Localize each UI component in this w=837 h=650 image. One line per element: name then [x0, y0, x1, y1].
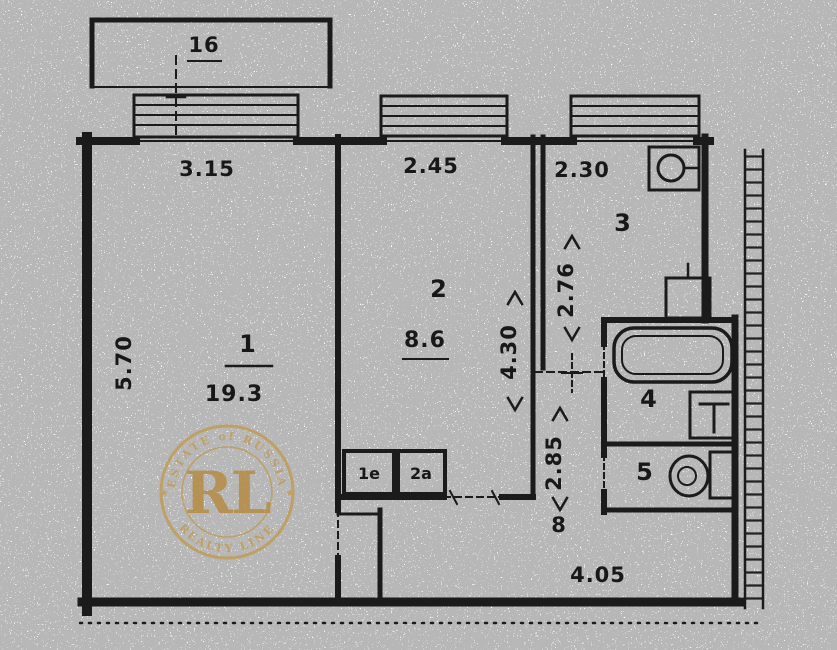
party-wall-hatch — [745, 150, 763, 608]
washbasin-icon — [688, 390, 738, 440]
dim-room2-width: 2.45 — [403, 154, 459, 178]
dim-room1-height: 5.70 — [112, 335, 136, 391]
window-icon — [132, 93, 300, 139]
small-sink-icon — [664, 262, 712, 320]
room2-area: 8.6 — [404, 328, 446, 353]
window-icon — [569, 94, 701, 138]
room1-area: 19.3 — [205, 382, 263, 407]
dimension-arrows — [506, 233, 581, 513]
room2-number: 2 — [430, 275, 448, 303]
walls — [76, 17, 766, 625]
kitchen-sink-icon — [647, 145, 701, 192]
door-swing-ticks — [448, 489, 501, 506]
dim-kitchen-height: 2.76 — [554, 262, 578, 318]
labels: 16 3.15 2.45 2.30 5.70 4.30 2.76 2.85 8 … — [112, 33, 658, 587]
stamp-inner-ring — [181, 446, 273, 538]
balcony-label: 16 — [188, 33, 219, 57]
room5-number: 5 — [636, 458, 654, 486]
watermark-stamp: ESTATE of RUSSIA REALTY LINE ★ ★ RL — [159, 424, 295, 560]
toilet-icon — [668, 450, 738, 500]
closet-2a-label: 2a — [410, 464, 432, 483]
stamp-outer-ring — [159, 424, 295, 560]
star-icon: ★ — [286, 488, 295, 499]
dim-room2-height: 4.30 — [497, 324, 521, 380]
window-icon — [379, 94, 509, 138]
dim-corridor-width: 4.05 — [570, 563, 626, 587]
room3-number: 3 — [614, 209, 632, 237]
dim-kitchen-width: 2.30 — [554, 158, 610, 182]
party-wall-rails — [743, 148, 765, 610]
dim-hall-mark: 8 — [551, 513, 567, 537]
dim-hall-height: 2.85 — [542, 435, 566, 491]
closet-2a-box — [396, 449, 447, 496]
room4-number: 4 — [640, 385, 658, 413]
stamp-monogram: RL — [185, 459, 271, 527]
balcony-wall — [89, 17, 333, 89]
room1-number: 1 — [239, 330, 257, 358]
closet-1e-box — [342, 449, 396, 496]
closet-1e-label: 1e — [358, 464, 380, 483]
dim-room1-width: 3.15 — [179, 157, 235, 181]
star-icon: ★ — [160, 488, 169, 499]
bathtub-icon — [612, 326, 734, 384]
